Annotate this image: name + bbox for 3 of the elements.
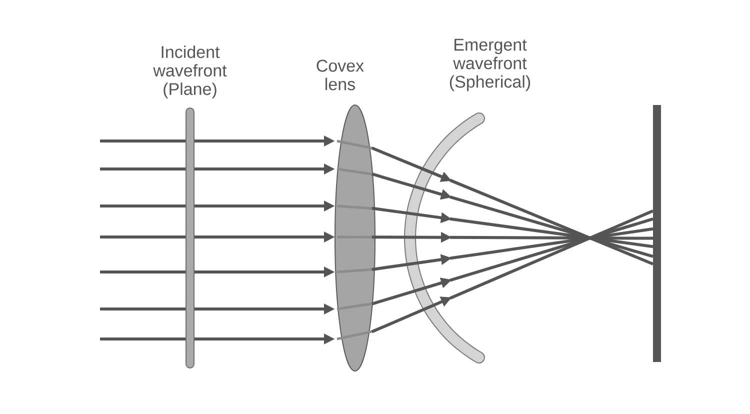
callout-label: Emergent wavefront (Spherical) <box>450 38 530 92</box>
callout-label: Incident wavefront (Plane) <box>153 46 227 98</box>
callout-label: Covex lens <box>316 60 364 90</box>
